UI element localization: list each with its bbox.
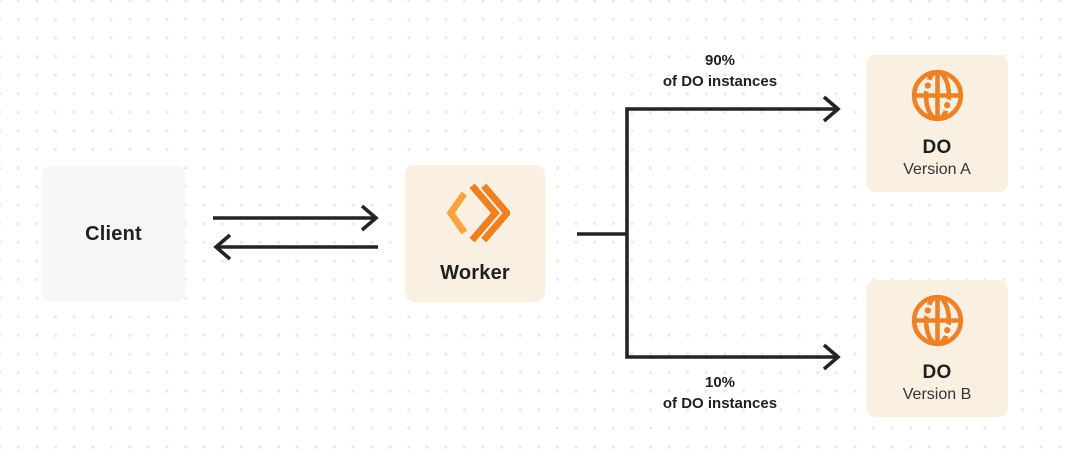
top-branch-caption: of DO instances (662, 73, 778, 90)
do-version-b-node: DO Version B (866, 280, 1008, 417)
do-a-subtitle: Version A (903, 161, 971, 178)
arrow-worker-to-client (213, 233, 378, 261)
arrow-client-to-worker (213, 204, 379, 232)
bottom-branch-caption: of DO instances (662, 395, 778, 412)
client-node: Client (42, 166, 185, 302)
worker-node: Worker (405, 165, 545, 302)
worker-label: Worker (440, 262, 510, 284)
bottom-branch-label: 10% of DO instances (620, 372, 820, 414)
arrowhead-to-do-a (822, 95, 841, 123)
arrowhead-to-do-b (822, 343, 841, 371)
client-label: Client (85, 222, 142, 245)
top-branch-percent: 90% (704, 52, 736, 69)
workers-icon (446, 183, 510, 243)
top-branch-label: 90% of DO instances (620, 50, 820, 92)
bottom-branch-percent: 10% (704, 374, 736, 391)
do-b-title: DO (922, 362, 952, 383)
do-a-title: DO (922, 137, 952, 158)
globe-icon (911, 69, 963, 122)
do-b-subtitle: Version B (902, 386, 972, 403)
globe-icon (911, 294, 963, 347)
fork-connector (577, 107, 836, 359)
do-version-a-node: DO Version A (866, 55, 1008, 192)
